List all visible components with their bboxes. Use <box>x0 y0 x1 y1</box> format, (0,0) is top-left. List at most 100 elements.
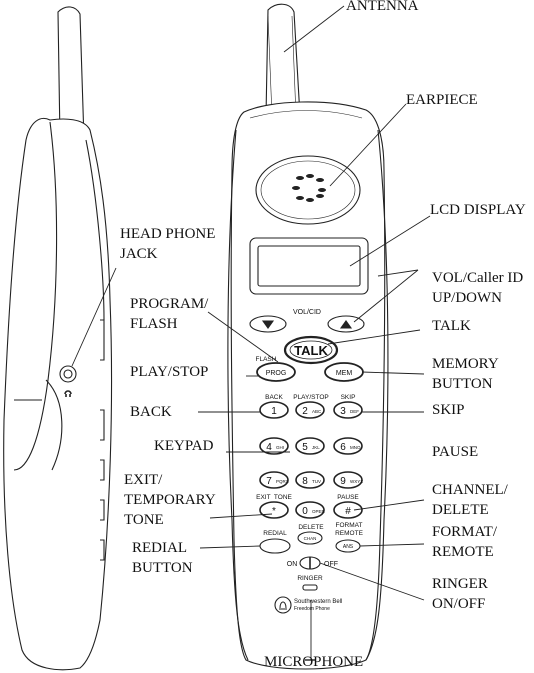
side-body-outline <box>3 117 113 671</box>
earpiece-slots <box>292 174 326 202</box>
callout-skip: SKIP <box>432 402 465 418</box>
on-label: ON <box>287 561 298 568</box>
callout-ringer-line-2: ON/OFF <box>432 596 486 612</box>
callout-memory-button-line-1: MEMORY <box>432 356 499 372</box>
ans-key-label: ANS <box>343 544 354 550</box>
callout-vol-caller-id-line-1: VOL/Caller ID <box>432 270 524 286</box>
callout-head-phone-jack-line-2: JACK <box>120 246 158 262</box>
keypad-buttons <box>259 401 363 519</box>
key-digit: * <box>272 506 276 517</box>
headphone-jack-hole <box>59 365 77 383</box>
key-digit: 9 <box>340 476 346 487</box>
callout-vol-caller-id-line-2: UP/DOWN <box>432 290 502 306</box>
delete-small-label: DELETE <box>298 524 324 531</box>
ringer-small-label: RINGER <box>297 575 323 582</box>
key-letters: PQRS <box>276 479 289 484</box>
key-letters: DEF <box>350 409 359 414</box>
redial-small-label: REDIAL <box>263 530 287 537</box>
callout-redial-button-line-1: REDIAL <box>132 540 187 556</box>
callout-head-phone-jack: HEAD PHONE JACK <box>120 224 215 264</box>
callout-channel-delete-line-1: CHANNEL/ <box>432 482 508 498</box>
earpiece-oval <box>255 155 361 225</box>
brand-line-2: Freedom Phone <box>294 606 330 612</box>
key-letters: WXYZ <box>350 479 363 484</box>
callout-format-remote: FORMAT/ REMOTE <box>432 522 497 562</box>
key-digit: 7 <box>266 476 272 487</box>
remote-small-label: REMOTE <box>335 530 363 537</box>
lcd-screen <box>257 245 361 287</box>
side-view-handset <box>3 6 113 671</box>
callout-program-flash-line-2: FLASH <box>130 316 178 332</box>
play-stop-small-label: PLAY/STOP <box>293 394 329 401</box>
talk-button <box>283 335 339 365</box>
callout-play-stop: PLAY/STOP <box>130 364 209 380</box>
keypad-key-labels: 1 2 ABC 3 DEF 4 GHI 5 JKL 6 MNO 7 PQRS 8 TUV 9 WXYZ * 0 OPE… <box>266 406 363 517</box>
front-view-handset <box>227 3 389 670</box>
exit-tone-small-label: EXIT TONE <box>256 494 292 501</box>
callout-antenna: ANTENNA <box>346 0 419 14</box>
handset-labels: VOL/CID TALK FLASH PROG MEM BACK PLAY/ST… <box>256 309 364 612</box>
callout-format-remote-line-2: REMOTE <box>432 544 494 560</box>
key-letters: GHI <box>276 445 284 450</box>
chan-button <box>297 531 323 545</box>
callout-memory-button-line-2: BUTTON <box>432 376 493 392</box>
key-digit: # <box>345 506 351 517</box>
back-small-label: BACK <box>265 394 283 401</box>
key-digit: 1 <box>271 406 277 417</box>
callout-pause: PAUSE <box>432 444 479 460</box>
callout-exit-temporary-tone: EXIT/ TEMPORARY TONE <box>124 470 216 530</box>
pause-small-label: PAUSE <box>337 494 359 501</box>
callout-format-remote-line-1: FORMAT/ <box>432 524 498 540</box>
key-digit: 0 <box>302 506 308 517</box>
callout-exit-line-3: TONE <box>124 512 164 528</box>
callout-exit-line-2: TEMPORARY <box>124 492 216 508</box>
callout-earpiece: EARPIECE <box>406 92 478 108</box>
callout-redial-button: REDIAL BUTTON <box>132 538 193 578</box>
key-digit: 5 <box>302 442 308 453</box>
key-letters: ABC <box>312 409 322 414</box>
prog-button <box>256 362 296 382</box>
front-antenna <box>265 3 301 117</box>
format-small-label: FORMAT <box>336 522 363 529</box>
talk-key-label: TALK <box>294 343 328 358</box>
headphone-icon <box>64 390 72 395</box>
callout-channel-delete: CHANNEL/ DELETE <box>432 480 508 520</box>
callout-lcd-display: LCD DISPLAY <box>430 202 526 218</box>
callout-channel-delete-line-2: DELETE <box>432 502 489 518</box>
chan-key-label: CHAN <box>304 536 317 541</box>
key-digit: 3 <box>340 406 346 417</box>
callout-talk: TALK <box>432 318 471 334</box>
key-digit: 2 <box>302 406 308 417</box>
callout-back: BACK <box>130 404 172 420</box>
callout-vol-caller-id: VOL/Caller ID UP/DOWN <box>432 268 523 308</box>
key-letters: OPER <box>312 509 326 514</box>
callout-keypad: KEYPAD <box>154 438 214 454</box>
flash-label: FLASH <box>256 356 277 363</box>
redial-button <box>259 538 291 554</box>
vol-cid-label: VOL/CID <box>293 309 321 316</box>
key-digit: 6 <box>340 442 346 453</box>
skip-small-label: SKIP <box>341 394 356 401</box>
callout-ringer-line-1: RINGER <box>432 576 488 592</box>
side-antenna <box>57 6 85 141</box>
mem-key-label: MEM <box>336 370 353 377</box>
callout-microphone: MICROPHONE <box>264 654 364 670</box>
brand-line-1: Southwestern Bell <box>294 599 342 605</box>
key-letters: TUV <box>312 479 321 484</box>
ringer-indicator <box>302 584 318 591</box>
key-letters: JKL <box>312 445 320 450</box>
prog-key-label: PROG <box>266 370 287 377</box>
leader-lines <box>71 5 431 660</box>
callout-program-flash-line-1: PROGRAM/ <box>130 296 209 312</box>
brand-bell-logo <box>274 596 292 614</box>
key-letters: MNO <box>350 445 361 450</box>
callout-program-flash: PROGRAM/ FLASH <box>130 294 208 334</box>
callout-exit-line-1: EXIT/ <box>124 472 163 488</box>
key-digit: 4 <box>266 442 272 453</box>
callout-head-phone-jack-line-1: HEAD PHONE <box>120 226 216 242</box>
key-digit: 8 <box>302 476 308 487</box>
callout-redial-button-line-2: BUTTON <box>132 560 193 576</box>
callout-ringer-on-off: RINGER ON/OFF <box>432 574 488 614</box>
